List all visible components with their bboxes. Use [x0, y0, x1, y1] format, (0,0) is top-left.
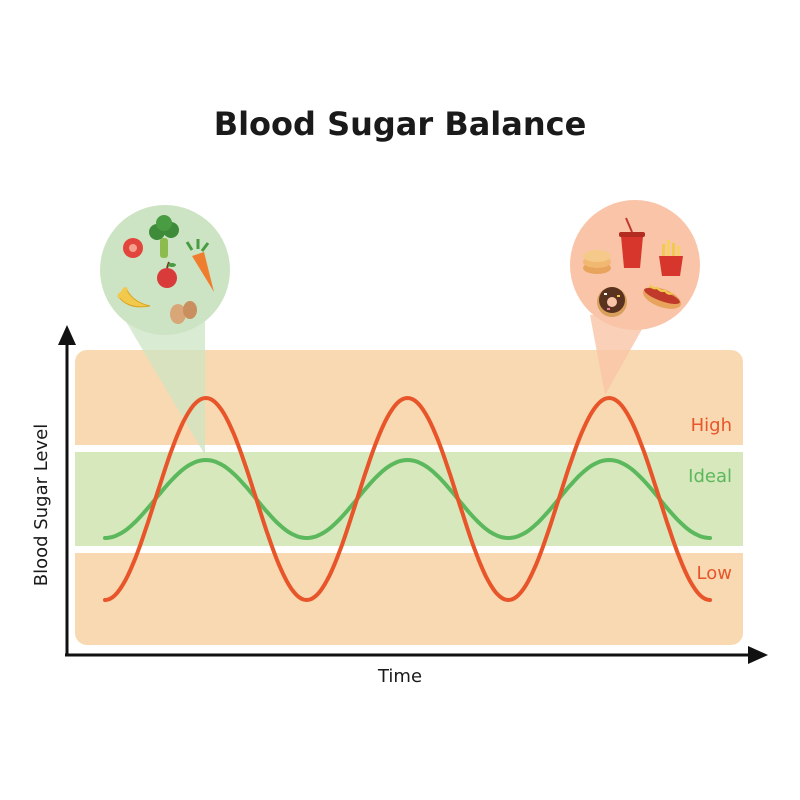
fries-icon	[659, 240, 683, 276]
divider-ideal-low	[75, 546, 743, 553]
zone-label-ideal: Ideal	[688, 466, 732, 487]
healthy-foods-callout	[100, 205, 230, 335]
banana-icon	[117, 286, 151, 308]
divider-high-ideal	[75, 445, 743, 452]
x-axis-label: Time	[377, 666, 422, 687]
zone-label-high: High	[691, 415, 732, 436]
tomato-icon	[123, 238, 143, 258]
zone-ideal-band	[75, 452, 743, 546]
axes	[58, 325, 768, 664]
hotdog-icon	[642, 284, 682, 309]
donut-icon	[597, 287, 627, 317]
y-axis-label: Blood Sugar Level	[31, 424, 52, 586]
pancakes-icon	[583, 250, 611, 274]
soda-cup-icon	[619, 217, 645, 268]
apple-icon	[157, 261, 177, 288]
carrot-icon	[185, 239, 214, 292]
zone-label-low: Low	[697, 563, 732, 584]
junk-callout-cone	[590, 315, 650, 395]
x-axis-arrow	[748, 646, 768, 664]
junk-foods-callout	[570, 200, 700, 330]
unbalanced-curve	[103, 395, 712, 603]
y-axis-arrow	[58, 325, 76, 345]
eggs-icon	[170, 301, 197, 324]
balanced-curve	[103, 457, 712, 541]
broccoli-icon	[149, 215, 179, 258]
diagram-title: Blood Sugar Balance	[214, 105, 587, 143]
